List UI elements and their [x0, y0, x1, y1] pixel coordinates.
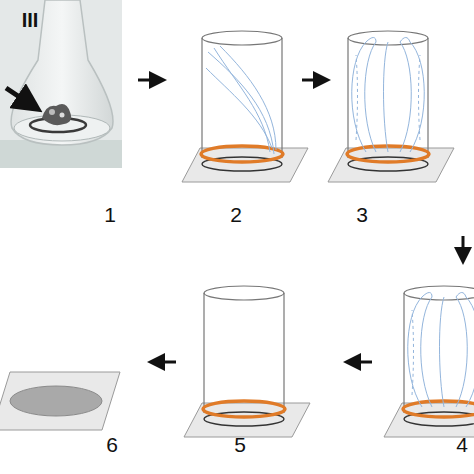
step-number: 5	[234, 434, 246, 455]
step-number: 1	[104, 204, 116, 225]
step-number: 6	[106, 434, 118, 455]
step-number: 4	[456, 434, 468, 455]
step-number: 2	[230, 204, 242, 225]
step-number: 3	[356, 204, 368, 225]
photo-label: III	[22, 10, 39, 30]
